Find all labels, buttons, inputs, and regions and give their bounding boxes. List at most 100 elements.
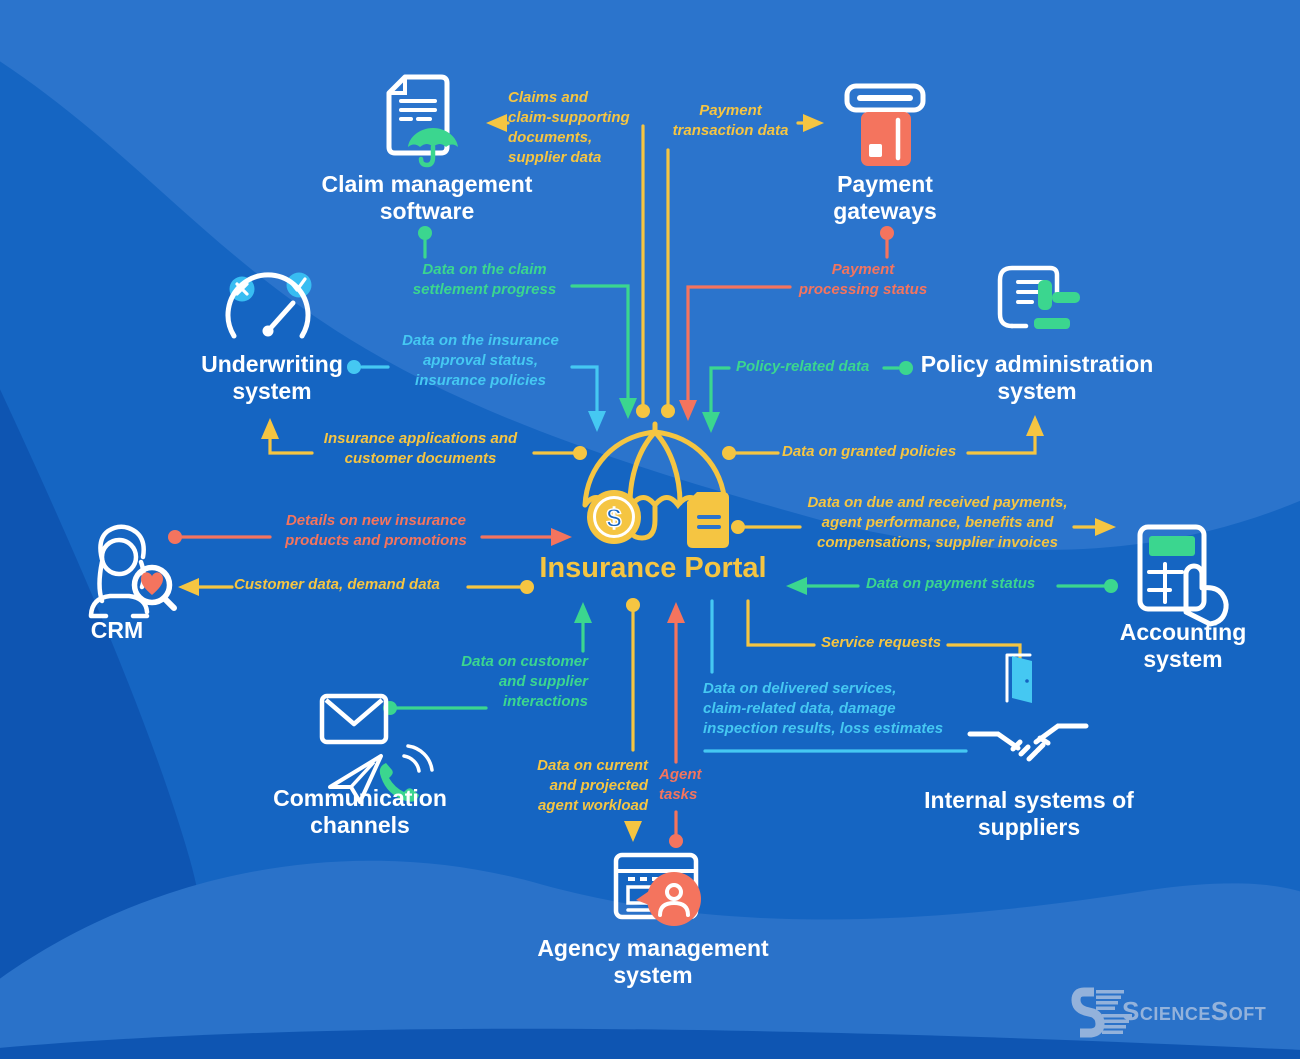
- node-label-policy-administration: Policy administration system: [897, 351, 1177, 405]
- customer-magnifier-heart-icon: [88, 524, 177, 619]
- label-line: Agent: [659, 766, 702, 783]
- label-line: Data on due and received payments,: [807, 494, 1068, 511]
- document-with-umbrella-icon: [386, 74, 458, 168]
- label-line: Claims and: [508, 89, 589, 106]
- open-door-icon: [1005, 653, 1032, 703]
- calculator-hand-icon: [1137, 524, 1229, 627]
- paper-plane-icon: [328, 754, 383, 804]
- magnifier-icon: [131, 564, 173, 606]
- label-line: inspection results, loss estimates: [703, 720, 944, 738]
- label-line: Data on granted policies: [782, 443, 957, 460]
- label-line: Underwriting: [201, 351, 343, 377]
- label-line: CRM: [90, 617, 144, 643]
- label-line: Data on current: [537, 757, 648, 774]
- edge-insurance-applications: [261, 418, 587, 460]
- edge-label-agent-workload: Data on current and projected agent work…: [495, 756, 648, 816]
- edge-label-policy-related: Policy-related data: [736, 357, 869, 377]
- edge-label-claims-and-documents: Claims and claim-supporting documents, s…: [508, 88, 658, 168]
- edge-label-due-payments: Data on due and received payments, agent…: [805, 493, 1070, 553]
- label-line: products and promotions: [285, 532, 467, 550]
- label-line: gateways: [833, 198, 937, 225]
- label-line: Data on payment status: [866, 575, 1036, 592]
- label-line: and projected: [549, 777, 648, 795]
- edge-granted-policies: [722, 415, 1044, 460]
- label-line: interactions: [502, 693, 588, 711]
- label-line: processing status: [798, 281, 928, 299]
- bottom-light-wave: [0, 860, 1300, 1059]
- edge-new-products: [168, 528, 572, 546]
- gavel-icon: [1034, 280, 1080, 329]
- label-line: claim-related data, damage: [703, 700, 896, 718]
- label-line: customer documents: [344, 450, 497, 468]
- edge-label-payment-status: Data on payment status: [866, 574, 1035, 594]
- label-line: Accounting: [1119, 619, 1247, 645]
- label-line: tasks: [659, 786, 698, 804]
- pointing-hand-icon: [1183, 563, 1229, 627]
- edge-label-payment-processing: Payment processing status: [788, 260, 938, 300]
- edge-agent-tasks: [667, 602, 685, 848]
- label-line: Payment: [831, 261, 895, 278]
- edge-claims-and-documents: [486, 114, 650, 418]
- label-line: Data on customer: [461, 653, 588, 670]
- browser-agent-bubble-icon: [613, 852, 701, 926]
- label-line: Data on the insurance: [402, 332, 559, 349]
- node-label-claim-management: Claim management software: [307, 171, 547, 225]
- label-line: Details on new insurance: [285, 512, 467, 529]
- edge-insurance-approval: [347, 360, 606, 432]
- label-line: system: [613, 962, 693, 989]
- edge-label-customer-data: Customer data, demand data: [234, 575, 440, 595]
- left-dark-wave: [0, 389, 204, 1059]
- node-label-payment-gateways: Payment gateways: [795, 171, 975, 225]
- card-terminal-icon: [844, 83, 926, 166]
- envelope-icon: [319, 693, 389, 745]
- node-label-suppliers: Internal systems of suppliers: [899, 787, 1159, 841]
- label-line: approval status,: [422, 352, 539, 370]
- node-label-crm: CRM: [57, 617, 177, 644]
- label-line: agent performance, benefits and: [821, 514, 1054, 532]
- label-line: and supplier: [498, 673, 588, 691]
- label-line: system: [997, 378, 1077, 405]
- edge-label-delivered-services: Data on delivered services, claim-relate…: [703, 679, 963, 739]
- handshake-icon: [967, 723, 1089, 762]
- label-line: Payment: [699, 102, 762, 119]
- label-line: transaction data: [672, 122, 789, 140]
- label-line: Policy administration: [920, 351, 1154, 377]
- label-line: Internal systems of: [924, 787, 1134, 813]
- node-label-accounting: Accounting system: [1088, 619, 1278, 673]
- edge-payment-processing: [679, 226, 894, 421]
- label-line: documents,: [508, 129, 593, 147]
- top-wave: [0, 0, 1300, 550]
- edge-due-payments: [731, 518, 1116, 536]
- label-line: suppliers: [977, 814, 1081, 841]
- sciencesoft-logo-text: ScienceSoft: [1122, 996, 1267, 1026]
- edge-label-granted-policies: Data on granted policies: [782, 442, 956, 462]
- edge-label-payment-transaction: Payment transaction data: [658, 101, 803, 141]
- label-line: Data on delivered services,: [703, 680, 897, 697]
- bottom-dark-strip: [0, 1028, 1300, 1059]
- phone-icon: [379, 744, 434, 802]
- edge-label-insurance-approval: Data on the insurance approval status, i…: [383, 331, 578, 391]
- label-line: claim-supporting: [508, 109, 630, 127]
- gauge-approve-reject-icon: [225, 272, 312, 339]
- edge-label-agent-tasks: Agent tasks: [659, 765, 719, 805]
- edge-customer-data: [178, 578, 534, 596]
- label-line: Communication: [273, 785, 447, 811]
- label-line: Agency management: [537, 935, 769, 961]
- label-line: Customer data, demand data: [234, 576, 440, 593]
- handshake-door-icon: [967, 653, 1089, 762]
- edge-payment-transaction: [661, 114, 824, 418]
- label-line: Data on the claim: [422, 261, 547, 278]
- label-line: channels: [310, 812, 410, 839]
- label-line: system: [232, 378, 312, 405]
- edge-claim-settlement: [418, 226, 637, 419]
- node-label-agency-management: Agency management system: [528, 935, 778, 989]
- mail-plane-phone-icon: [319, 693, 434, 804]
- dollar-coin-icon: $: [587, 490, 641, 544]
- sciencesoft-logo-icon: [1071, 987, 1132, 1038]
- heart-icon: [141, 572, 163, 595]
- edge-label-service-requests: Service requests: [821, 633, 941, 653]
- edge-payment-status: [786, 577, 1118, 595]
